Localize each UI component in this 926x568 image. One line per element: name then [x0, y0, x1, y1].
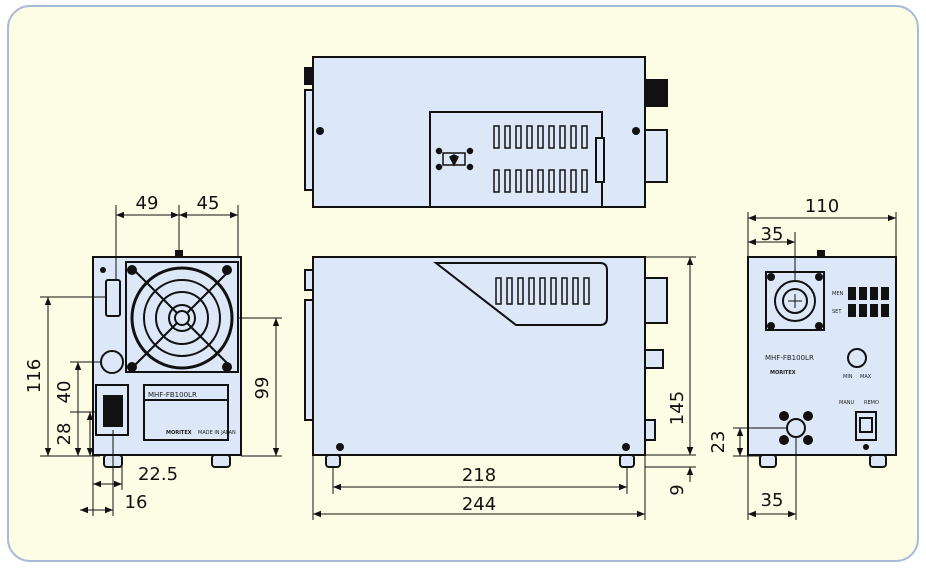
rear-display-grid	[848, 287, 889, 317]
dim-rear-bottom-height: 23	[708, 431, 729, 454]
front-view-screws	[100, 265, 232, 372]
dim-side-height: 145	[667, 391, 688, 425]
dim-front-offset-inlet: 22.5	[138, 464, 178, 485]
dim-side-length-total: 244	[462, 494, 496, 515]
dim-front-height-fan: 99	[252, 377, 273, 400]
rear-view-screws	[767, 273, 869, 450]
dim-rear-width: 110	[805, 196, 839, 217]
dim-front-width-2: 45	[197, 193, 220, 214]
rear-bottom-connector	[786, 418, 806, 438]
dim-rear-bottom-offset: 35	[761, 490, 784, 511]
top-view-latch	[435, 147, 474, 171]
side-view	[304, 256, 668, 468]
dim-front-width-1: 49	[136, 193, 159, 214]
dim-front-height-total: 116	[24, 359, 45, 393]
rear-manu-label: MANU	[839, 400, 854, 406]
dimension-lines	[40, 205, 897, 520]
front-model-label: MHF-FB100LR	[148, 391, 197, 399]
dim-front-height-inlet: 28	[54, 423, 75, 446]
dim-rear-knob-offset: 35	[761, 224, 784, 245]
rear-min-label: MIN	[843, 374, 853, 380]
rear-model-label: MHF-FB100LR	[765, 354, 814, 362]
top-view-screws	[316, 127, 640, 135]
rear-brand-label: MORITEX	[770, 370, 796, 376]
dim-front-height-switch: 40	[54, 381, 75, 404]
dim-side-foot: 9	[667, 484, 688, 495]
side-view-slots	[495, 277, 590, 305]
front-view	[92, 250, 242, 468]
dim-side-length-inner: 218	[462, 465, 496, 486]
front-brand-label: MORITEX	[166, 430, 192, 436]
top-view-slots	[493, 125, 588, 193]
front-made-in-label: MADE IN JAPAN	[198, 430, 236, 436]
rear-men-label: MEN	[832, 291, 843, 297]
top-view	[304, 56, 668, 208]
rear-remo-label: REMO	[864, 400, 879, 406]
dim-front-offset-foot: 16	[125, 492, 148, 513]
side-view-screws	[336, 443, 630, 451]
rear-max-label: MAX	[860, 374, 872, 380]
rear-set-label: SET	[832, 309, 842, 315]
